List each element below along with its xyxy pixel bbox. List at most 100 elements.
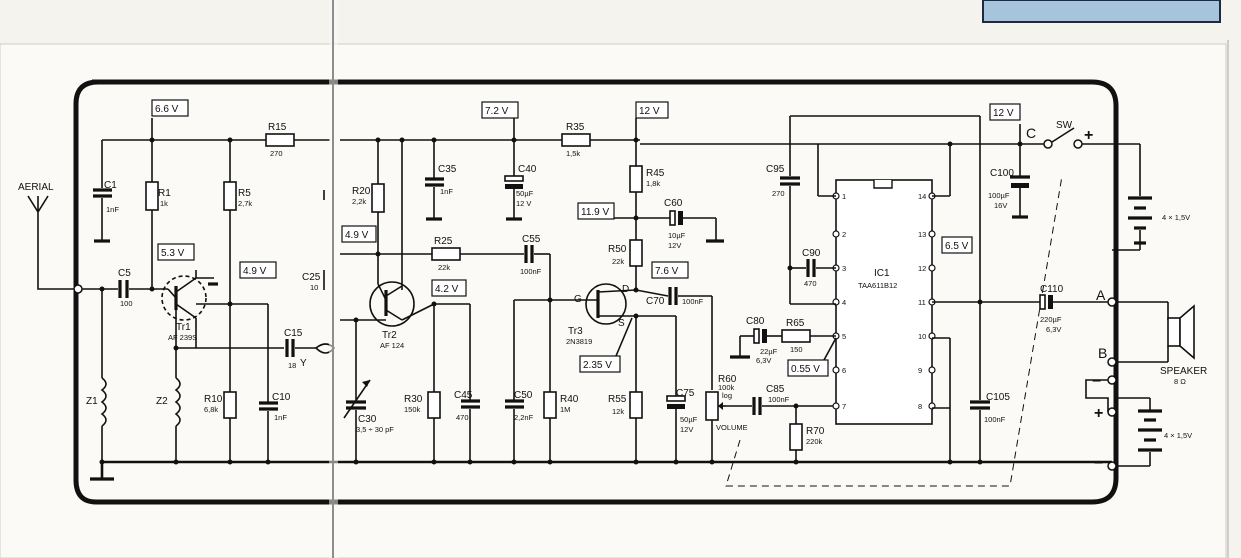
value-c25: 10: [310, 283, 318, 292]
label-r20: R20: [352, 186, 371, 197]
value-c75-cap: 50µF: [680, 415, 698, 424]
value-c60-cap: 10µF: [668, 231, 686, 240]
label-aerial: AERIAL: [18, 182, 54, 193]
value-r15: 270: [270, 149, 283, 158]
label-terminal-c: C: [1026, 125, 1036, 141]
value-r1: 1k: [160, 199, 168, 208]
label-c15: C15: [284, 328, 303, 339]
label-r65: R65: [786, 318, 805, 329]
label-c110: C110: [1040, 284, 1064, 295]
voltage-tag: 2.35 V: [583, 360, 612, 371]
value-c105: 100nF: [984, 415, 1006, 424]
value-c70: 100nF: [682, 297, 704, 306]
value-c95: 270: [772, 189, 785, 198]
label-c95: C95: [766, 164, 785, 175]
value-tr3: 2N3819: [566, 337, 592, 346]
label-r35: R35: [566, 122, 585, 133]
voltage-tag: 7.6 V: [655, 266, 679, 277]
label-volume: VOLUME: [716, 423, 748, 432]
label-c30: C30: [358, 414, 377, 425]
ic-pin-number: 14: [918, 192, 926, 201]
voltage-tag: 4.9 V: [345, 230, 369, 241]
value-c75-volt: 12V: [680, 425, 693, 434]
label-speaker: SPEAKER: [1160, 366, 1207, 377]
voltage-tag: 5.3 V: [161, 248, 185, 259]
ic-pin: [832, 230, 840, 238]
label-r10: R10: [204, 394, 223, 405]
label-c80: C80: [746, 316, 765, 327]
voltage-tag: 0.55 V: [791, 364, 820, 375]
label-tr3: Tr3: [568, 326, 583, 337]
value-r30: 150k: [404, 405, 421, 414]
ic-pin-number: 9: [918, 366, 922, 375]
label-r40: R40: [560, 394, 579, 405]
ic-pin-number: 11: [918, 298, 926, 307]
value-r60-res: 100k: [718, 383, 735, 392]
ic-pin: [928, 366, 936, 374]
label-minus-bottom: −: [1094, 455, 1103, 472]
ic-pin-number: 10: [918, 332, 926, 341]
value-c90: 470: [804, 279, 817, 288]
value-c30: 3,5 ÷ 30 pF: [356, 425, 394, 434]
label-ic1: IC1: [874, 268, 890, 279]
ic-pin: [928, 264, 936, 272]
label-tr1: Tr1: [176, 322, 191, 333]
label-sw: SW: [1056, 120, 1073, 131]
label-c5: C5: [118, 268, 131, 279]
label-z2: Z2: [156, 396, 168, 407]
value-c55: 100nF: [520, 267, 542, 276]
value-r50: 22k: [612, 257, 624, 266]
value-c15: 18: [288, 361, 296, 370]
value-r45: 1,8k: [646, 179, 660, 188]
label-tr2: Tr2: [382, 330, 397, 341]
ic-pin-number: 7: [842, 402, 846, 411]
label-z1: Z1: [86, 396, 98, 407]
value-c80-volt: 6,3V: [756, 356, 771, 365]
value-c40-cap: 50µF: [516, 189, 534, 198]
label-c105: C105: [986, 392, 1010, 403]
label-c1: C1: [104, 180, 117, 191]
value-c110-cap: 220µF: [1040, 315, 1062, 324]
label-c100: C100: [990, 168, 1014, 179]
value-c110-volt: 6,3V: [1046, 325, 1061, 334]
value-ic1: TAA611B12: [858, 281, 897, 290]
value-r40: 1M: [560, 405, 570, 414]
blue-tab: [982, 0, 1221, 23]
value-r55: 12k: [612, 407, 624, 416]
label-r55: R55: [608, 394, 627, 405]
value-tr1: AF 239S: [168, 333, 197, 342]
value-c35: 1nF: [440, 187, 453, 196]
label-c45: C45: [454, 390, 473, 401]
ic-pin: [832, 402, 840, 410]
label-g: G: [574, 294, 582, 305]
value-c5: 100: [120, 299, 133, 308]
value-r20: 2,2k: [352, 197, 366, 206]
ic-pin-number: 2: [842, 230, 846, 239]
value-c50: 2,2nF: [514, 413, 534, 422]
voltage-tag: 12 V: [993, 108, 1014, 119]
voltage-tag: 11.9 V: [581, 207, 609, 218]
value-r10: 6,8k: [204, 405, 218, 414]
label-r45: R45: [646, 168, 665, 179]
value-c80-cap: 22µF: [760, 347, 778, 356]
value-c45: 470: [456, 413, 469, 422]
label-c85: C85: [766, 384, 785, 395]
value-c40-volt: 12 V: [516, 199, 531, 208]
value-c85: 100nF: [768, 395, 790, 404]
ic-pin-number: 1: [842, 192, 846, 201]
label-c10: C10: [272, 392, 291, 403]
ic-pin-number: 12: [918, 264, 926, 273]
label-plus-top: +: [1084, 127, 1093, 144]
value-c100-cap: 100µF: [988, 191, 1010, 200]
label-terminal-b: B: [1098, 345, 1107, 361]
label-plus-bottom: +: [1094, 405, 1103, 422]
label-c40: C40: [518, 164, 537, 175]
label-r15: R15: [268, 122, 287, 133]
label-s: S: [618, 318, 625, 329]
label-battery-bottom: 4 × 1,5V: [1164, 431, 1192, 440]
value-r60-taper: log: [722, 391, 732, 400]
label-c25: C25: [302, 272, 321, 283]
label-minus-mid: −: [1092, 373, 1101, 390]
label-r25: R25: [434, 236, 453, 247]
